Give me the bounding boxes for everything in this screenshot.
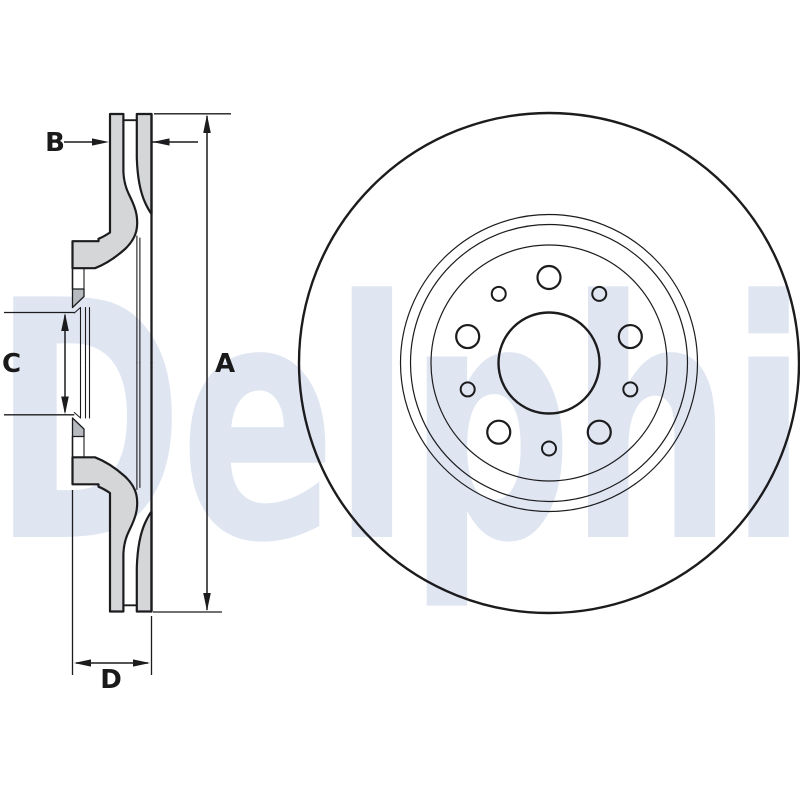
dim-d-arrow-right <box>133 659 150 667</box>
hat-circle-3 <box>430 244 668 482</box>
bolt-hole-small <box>622 381 639 398</box>
dim-b-arrow-right <box>92 138 109 146</box>
bolt-hole-large <box>617 323 643 350</box>
dimension-b: B <box>45 128 198 158</box>
bolt-hole-small <box>459 381 476 398</box>
dimension-label-c: C <box>2 349 21 379</box>
watermark-text: Delphi <box>0 231 800 615</box>
hat-circle-1 <box>399 213 699 513</box>
bolt-hole-large <box>536 264 562 291</box>
dim-c-arrow-up <box>61 313 69 331</box>
bolt-hole-small <box>490 285 507 302</box>
bore-chamfer <box>71 288 85 309</box>
dim-a-arrow-down <box>203 593 211 611</box>
bolt-hole-small <box>541 440 557 457</box>
dimensions: A B C D <box>2 113 235 695</box>
centre-bore-circle <box>497 311 601 415</box>
disc-outer-edge-circle <box>297 111 800 615</box>
dimension-a: A <box>153 113 235 613</box>
dimension-label-b: B <box>45 128 65 158</box>
front-view <box>297 111 800 615</box>
chamfer-tick <box>73 307 81 314</box>
dimension-label-a: A <box>215 349 235 379</box>
dimension-label-d: D <box>100 665 122 695</box>
section-outboard-plate <box>135 112 153 216</box>
bolt-hole-large <box>586 419 612 445</box>
cross-section-upper-half <box>71 112 153 365</box>
bolt-hole-large <box>486 419 512 445</box>
dim-b-arrow-left <box>152 138 170 146</box>
dim-d-arrow-left <box>74 659 91 667</box>
dim-c-arrow-down <box>61 396 69 415</box>
bolt-hole-small <box>591 285 608 302</box>
cross-section-view <box>71 112 153 613</box>
section-hat-and-plate <box>71 112 139 270</box>
dimension-d: D <box>71 490 153 695</box>
hat-circle-2 <box>409 223 689 503</box>
bolt-hole-large <box>455 323 481 350</box>
dimension-c: C <box>2 311 75 416</box>
dim-a-arrow-up <box>203 114 211 133</box>
